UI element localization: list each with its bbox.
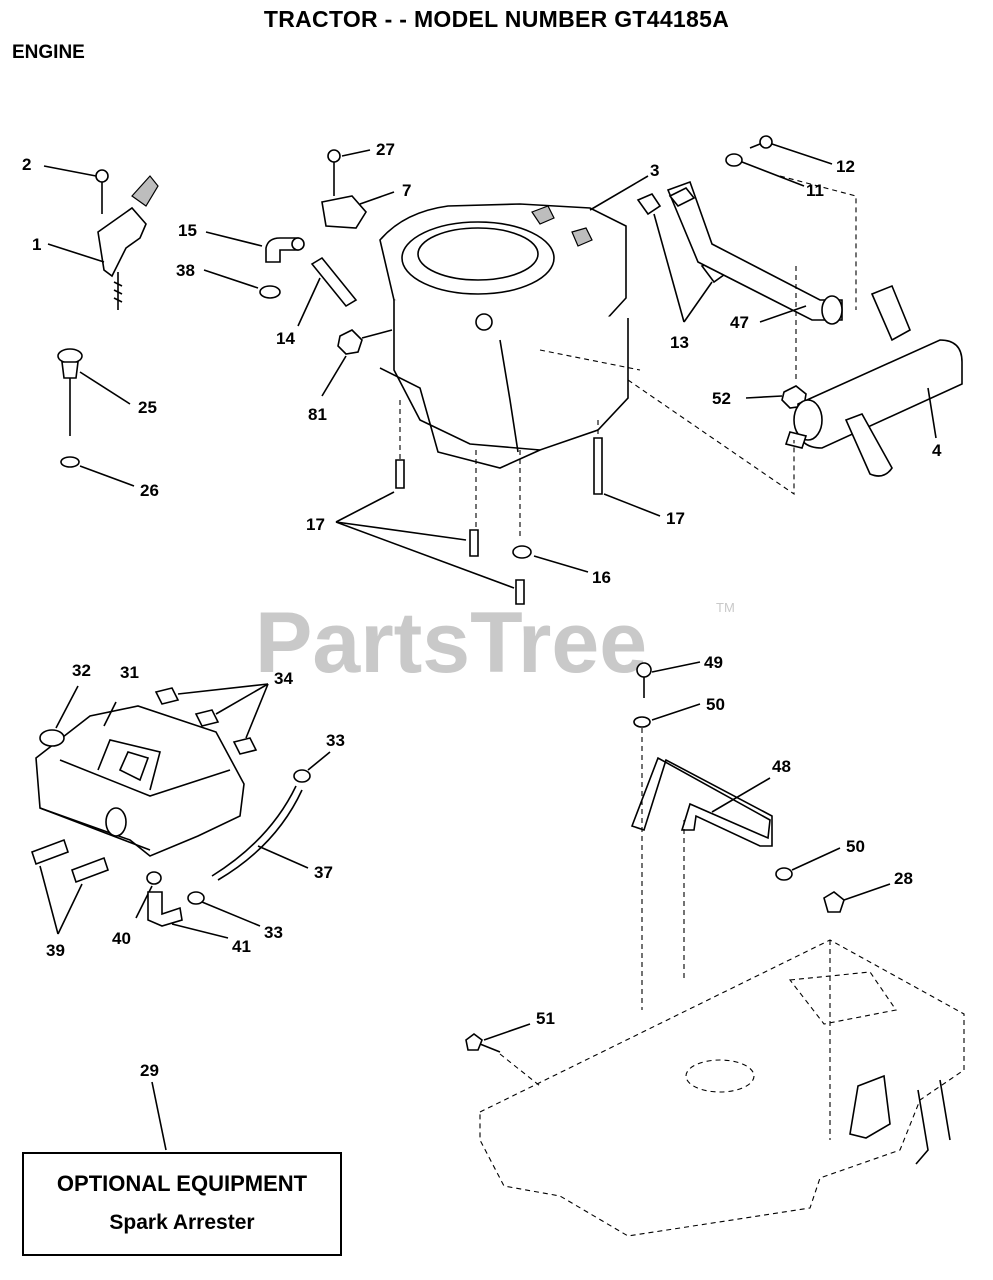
callout-17-group: 17 [306,515,325,534]
screw-part-27 [327,149,341,196]
callout-49: 49 [704,653,723,672]
callout-25: 25 [138,398,157,417]
callout-41: 41 [232,937,251,956]
nut-part-28 [823,891,845,913]
washer-part-50a [633,716,651,728]
washer-part-50b [775,867,793,881]
callout-32: 32 [72,661,91,680]
callout-26: 26 [140,481,159,500]
callout-38: 38 [176,261,195,280]
washer-part-38 [259,285,281,299]
callout-47: 47 [730,313,749,332]
callout-48: 48 [772,757,791,776]
callout-33-top: 33 [326,731,345,750]
callout-16: 16 [592,568,611,587]
exhaust-pipe-part-47 [666,180,843,325]
washer-part-26 [60,456,80,468]
pad-part-34 [154,687,258,755]
fuel-tank-part [35,705,245,857]
screw-part-2 [95,169,109,214]
optional-equipment-item: Spark Arrester [109,1211,255,1234]
callout-3: 3 [650,161,659,180]
callout-50-top: 50 [706,695,725,714]
callout-29: 29 [140,1061,159,1080]
choke-knob-part [57,348,131,436]
callout-14: 14 [276,329,295,348]
callout-12: 12 [836,157,855,176]
callout-7: 7 [402,181,411,200]
elbow-fitting-part [265,237,305,263]
watermark-text: PartsTree [255,595,647,691]
cap-part-32 [39,729,65,747]
engine-mount-bracket-part-48 [630,756,773,847]
callout-4: 4 [932,441,942,460]
callout-13: 13 [670,333,689,352]
bolt-part-51 [465,1033,501,1053]
callout-27: 27 [376,140,395,159]
tractor-frame-part [479,939,965,1237]
tube-part-14 [310,256,358,308]
callout-51: 51 [536,1009,555,1028]
callout-15: 15 [178,221,197,240]
callout-50-bottom: 50 [846,837,865,856]
shutoff-valve-part-41 [147,891,183,927]
callout-28: 28 [894,869,913,888]
callout-17-right: 17 [666,509,685,528]
callout-40: 40 [112,929,131,948]
grommet-part-40 [146,871,162,885]
clamp-part-33b [187,891,205,905]
callout-33-bottom: 33 [264,923,283,942]
fuel-line-part-37 [211,785,303,881]
callout-11: 11 [806,181,824,200]
nut-part-81 [337,329,393,355]
clip-part-7 [321,195,367,229]
screw-part-12 [749,135,773,149]
bolt-part-49 [636,662,652,698]
washer-part-16 [512,545,532,559]
pad-part-39 [30,838,110,884]
bolt-part-17 [395,437,603,605]
callout-31: 31 [120,663,139,682]
clamp-part-33 [293,769,311,783]
callout-81: 81 [308,405,327,424]
callout-39: 39 [46,941,65,960]
callout-34: 34 [274,669,293,688]
engine-part [379,203,629,469]
watermark-trademark: TM [716,600,735,615]
section-heading: ENGINE [12,42,85,63]
optional-equipment-box: OPTIONAL EQUIPMENT Spark Arrester [22,1152,342,1256]
leader-29 [151,1081,167,1151]
callout-37: 37 [314,863,333,882]
throttle-control-part [97,175,159,310]
callout-1: 1 [32,235,41,254]
washer-part-11 [725,153,743,167]
muffler-part-4 [784,284,963,477]
callout-52: 52 [712,389,731,408]
callout-2: 2 [22,155,31,174]
page-title: TRACTOR - - MODEL NUMBER GT44185A [263,6,730,32]
optional-equipment-heading: OPTIONAL EQUIPMENT [56,1171,308,1196]
